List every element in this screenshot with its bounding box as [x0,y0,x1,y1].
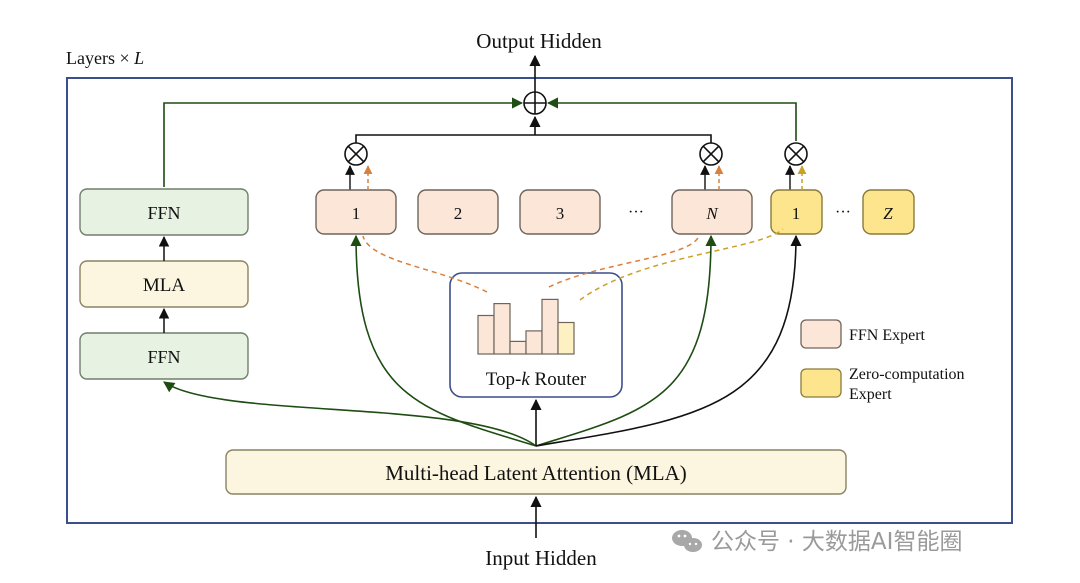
multiply-node-n [699,142,723,166]
ffn-expert-1-label: 1 [352,204,361,223]
watermark-text: 公众号 · 大数据AI智能圈 [711,529,962,555]
router-bar-3 [509,340,527,355]
sum-node [523,91,547,115]
residual-left-path [163,97,524,187]
ffn-expert-3-label: 3 [556,204,565,223]
mla-bottom-box [225,449,847,495]
fan-to-zero-expert [535,234,802,447]
router-label-prefix: Top- [486,369,522,390]
layers-prefix: Layers × [66,48,134,68]
legend-zero-label-2: Expert [849,386,892,403]
router-bar-4 [525,330,543,355]
layer-frame [66,77,1013,524]
router-bar-5 [541,298,559,355]
legend: FFN Expert Zero-computation Expert [800,319,965,403]
route-to-expert-1 [362,235,488,293]
route-to-expert-n [548,235,700,288]
zero-expert-1: 1 [770,189,823,235]
ffn-expert-2: 2 [417,189,499,235]
multiply-node-zero [784,142,808,166]
zero-expert-path [546,97,797,141]
ffn-bottom-label: FFN [147,347,180,367]
mla-bottom-label: Multi-head Latent Attention (MLA) [385,461,687,485]
zero-expert-1-label: 1 [792,204,801,223]
multiply-node-1 [344,142,368,166]
ffn-expert-n-label: N [705,204,719,223]
ffn-expert-n: N [671,189,753,235]
ffn-top-label: FFN [147,203,180,223]
ffn-expert-1: 1 [315,189,397,235]
router-bar-6 [557,321,575,355]
legend-ffn-swatch [800,319,842,349]
route-to-zero-expert [579,228,784,301]
legend-zero-swatch [800,368,842,398]
output-hidden-label: Output Hidden [476,29,602,53]
ffn-expert-3: 3 [519,189,601,235]
router-label-suffix: Router [530,369,587,390]
router-bar-2 [493,303,511,355]
legend-zero-label-1: Zero-computation [849,366,965,383]
router-label: Top-k Router [486,369,587,390]
watermark: 公众号 · 大数据AI智能圈 [672,529,962,555]
wechat-icon [672,530,702,552]
zero-expert-ellipsis: ··· [835,204,851,221]
fan-to-left-ffn [163,381,537,447]
ffn-aggregate-line [355,134,712,143]
router-bars [477,298,575,355]
ffn-expert-2-label: 2 [454,204,463,223]
legend-ffn-label: FFN Expert [849,327,926,344]
ffn-top-box [79,188,249,236]
fan-to-expert-n [535,234,717,447]
router-bar-1 [477,314,495,355]
layers-variable: L [133,48,144,68]
fan-to-expert-1 [350,234,537,447]
router-label-k: k [521,369,530,390]
input-hidden-label: Input Hidden [485,546,597,570]
left-stack: FFN MLA FFN [79,188,249,380]
zero-expert-z-label: Z [883,204,893,223]
layers-label: Layers × L [66,48,144,68]
mla-label: MLA [143,275,186,296]
ffn-expert-ellipsis: ··· [628,204,644,221]
zero-expert-z: Z [862,189,915,235]
